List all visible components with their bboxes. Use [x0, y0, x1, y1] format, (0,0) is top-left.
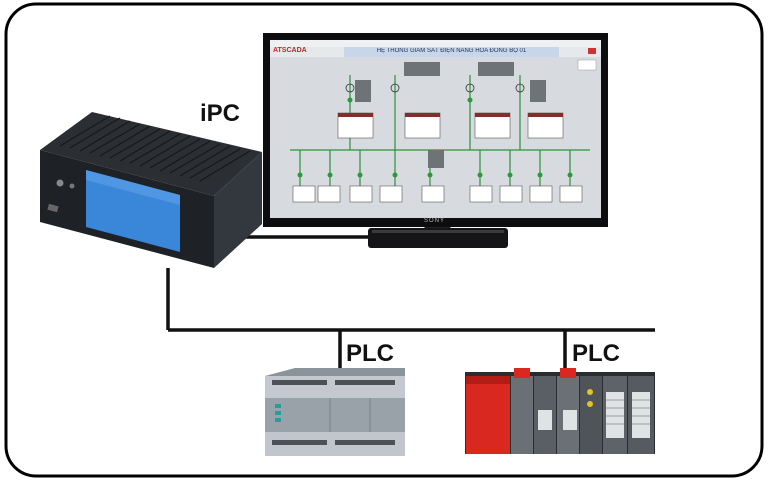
plc-right-label: PLC: [572, 340, 620, 367]
scada-title: HỆ THỐNG GIÁM SÁT ĐIỆN NĂNG HÒA ĐỒNG BỘ …: [376, 48, 527, 54]
ipc-power-icon: [56, 179, 64, 187]
plc-left-device: [265, 368, 405, 456]
ipc-side: [214, 152, 262, 268]
monitor-device: [263, 33, 608, 248]
plc-right-power: [466, 376, 510, 454]
plc-left-label: PLC: [346, 340, 394, 367]
ipc-device: [40, 112, 262, 268]
plc-right-device: [465, 368, 655, 454]
ipc-label: iPC: [200, 100, 241, 127]
scada-logo: ATSCADA: [273, 47, 307, 54]
monitor-brand: SONY: [424, 218, 446, 224]
